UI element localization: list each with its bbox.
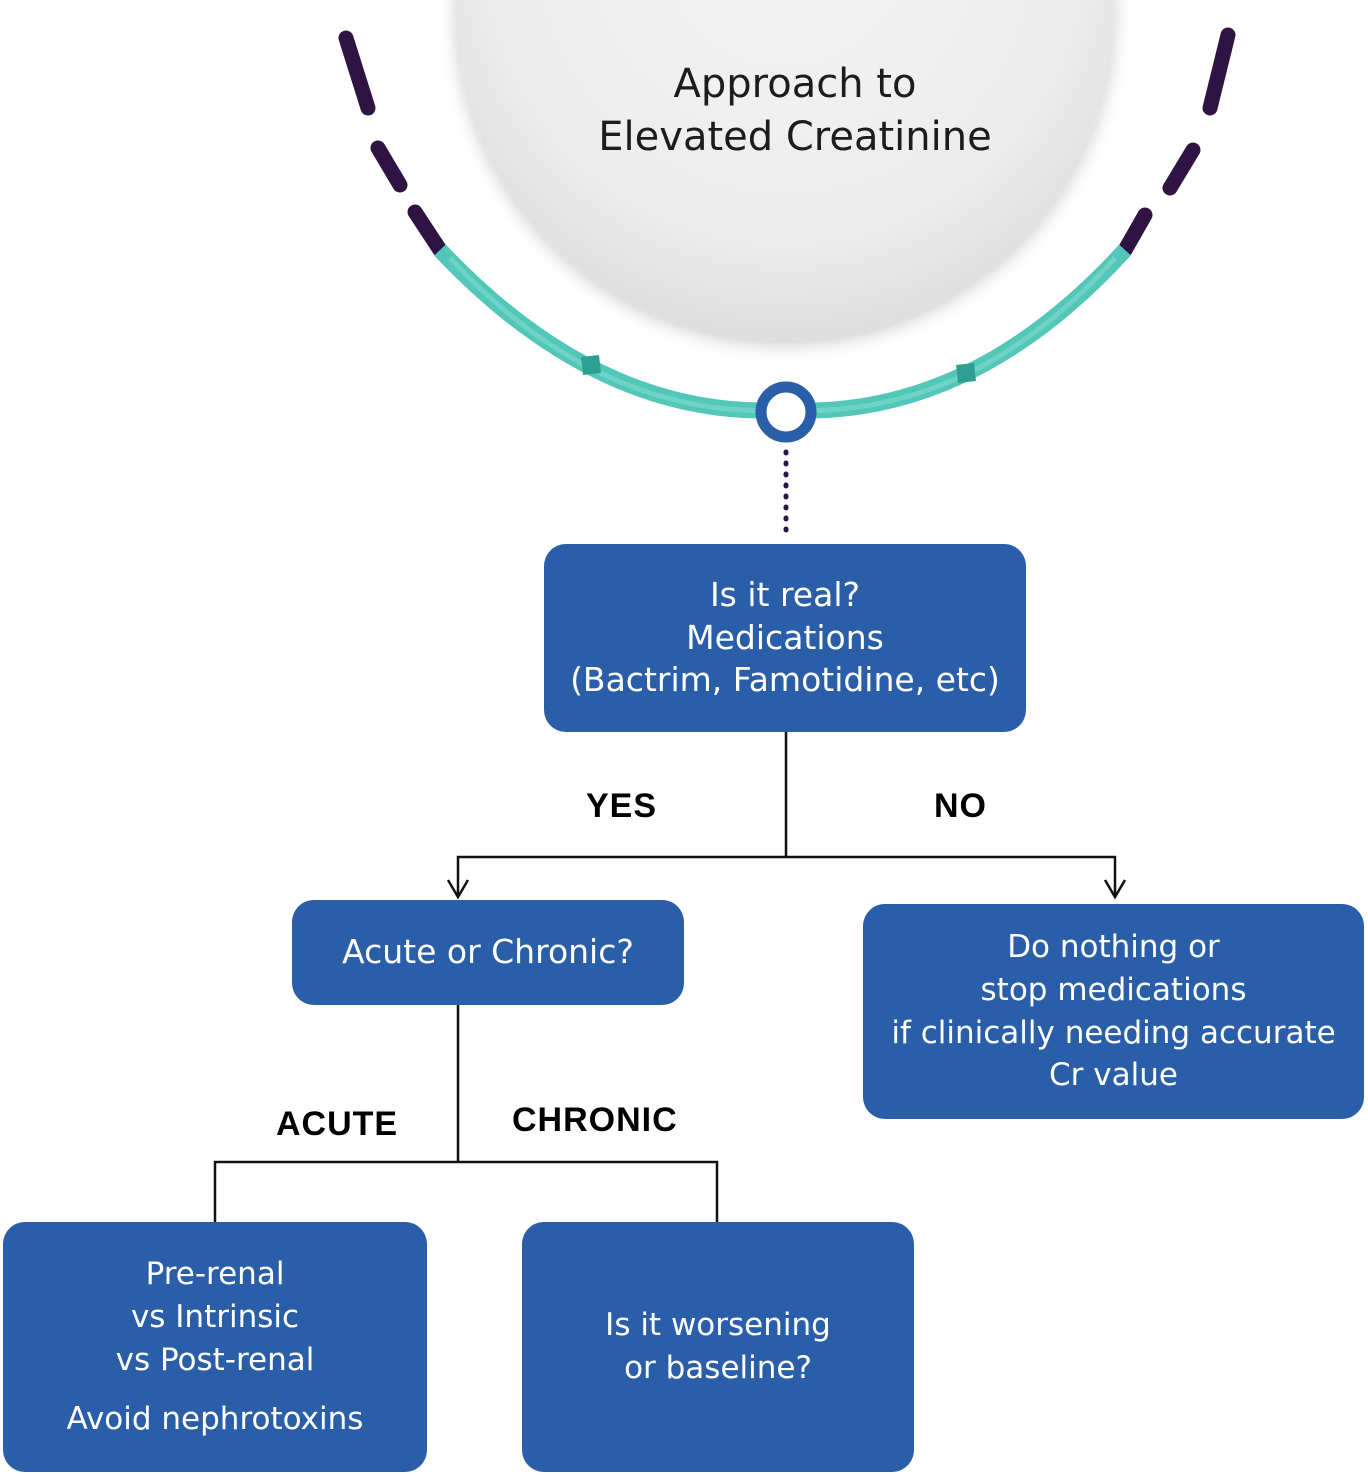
ring-dark-dashes: [338, 27, 1236, 258]
edge-label-acute: ACUTE: [276, 1105, 399, 1143]
node-text: Avoid nephrotoxins: [66, 1400, 364, 1437]
node-text: Pre-renal: [145, 1256, 285, 1293]
edge-label-no: NO: [934, 787, 987, 825]
node-text: Acute or Chronic?: [342, 932, 634, 972]
node-do-nothing: Do nothing or stop medications if clinic…: [863, 904, 1364, 1119]
node-text: stop medications: [980, 971, 1247, 1008]
node-text: Medications: [686, 617, 884, 657]
edge-label-chronic: CHRONIC: [512, 1101, 678, 1139]
node-text: Is it real?: [709, 574, 861, 614]
node-text: (Bactrim, Famotidine, etc): [570, 660, 1000, 700]
node-text: or baseline?: [624, 1350, 812, 1386]
ring-node: [755, 381, 817, 443]
node-text: Cr value: [1049, 1057, 1178, 1094]
node-text: if clinically needing accurate: [891, 1014, 1336, 1051]
title-disc: [455, 0, 1115, 340]
node-text: vs Post-renal: [115, 1342, 315, 1378]
node-pre-renal: Pre-renal vs Intrinsic vs Post-renal Avo…: [3, 1222, 427, 1472]
flow-connectors: [213, 732, 1117, 1222]
node-text: Do nothing or: [1007, 928, 1220, 965]
edge-label-yes: YES: [586, 787, 658, 825]
title-line-2: Elevated Creatinine: [598, 114, 992, 161]
node-is-it-real: Is it real? Medications (Bactrim, Famoti…: [544, 544, 1026, 732]
diagram-title: Approach to Elevated Creatinine: [540, 58, 1050, 164]
node-acute-or-chronic: Acute or Chronic?: [292, 900, 684, 1005]
arrow-heads: [446, 879, 1127, 900]
node-text: vs Intrinsic: [130, 1299, 300, 1336]
node-text: Is it worsening: [605, 1307, 831, 1344]
node-worsening: Is it worsening or baseline?: [522, 1222, 914, 1472]
title-line-1: Approach to: [673, 61, 917, 107]
ring-teal-segments: [581, 355, 976, 383]
